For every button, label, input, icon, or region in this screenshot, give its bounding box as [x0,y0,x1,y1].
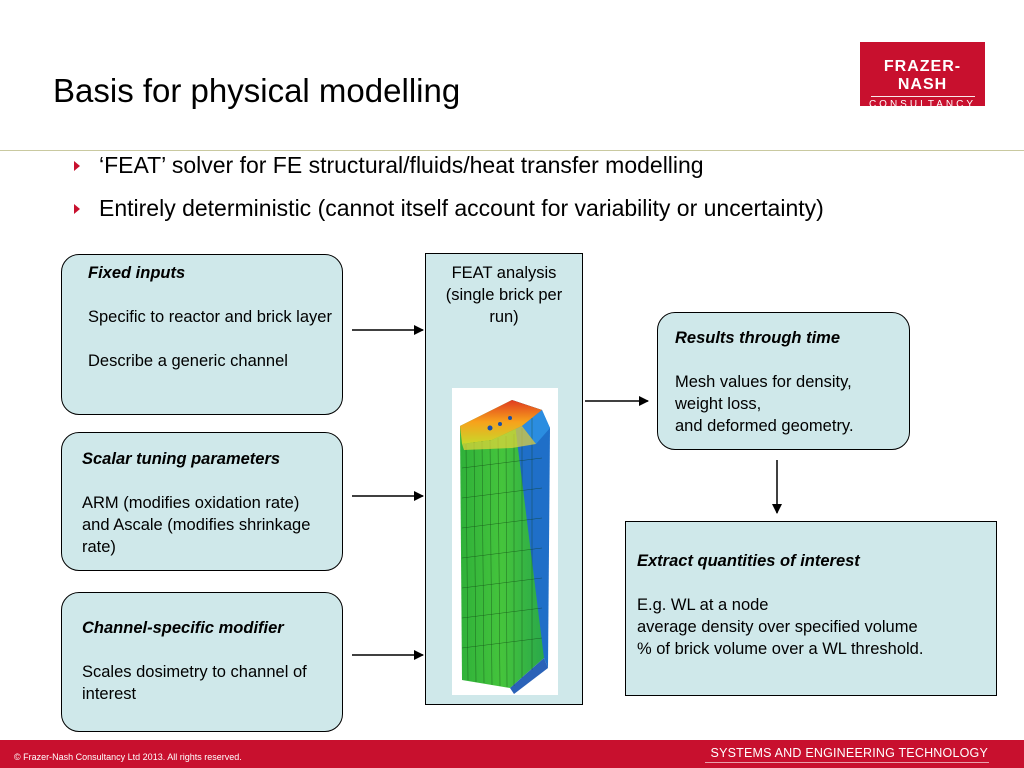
logo-text-line2: CONSULTANCY [868,99,977,110]
results-box: Results through time Mesh values for den… [657,312,910,450]
footer-bar: © Frazer-Nash Consultancy Ltd 2013. All … [0,740,1024,768]
bullet-text: Entirely deterministic (cannot itself ac… [99,195,824,221]
scalar-tuning-line: ARM (modifies oxidation rate) and Ascale… [82,494,311,556]
channel-modifier-line: Scales dosimetry to channel of interest [82,663,307,703]
title-divider [0,150,1024,151]
fixed-inputs-line: Specific to reactor and brick layer [88,308,332,326]
channel-modifier-box: Channel-specific modifier Scales dosimet… [61,592,343,732]
fe-brick-model-image [452,388,558,695]
extract-line: average density over specified volume [637,618,918,636]
fixed-inputs-box: Fixed inputs Specific to reactor and bri… [61,254,343,415]
extract-quantities-box: Extract quantities of interest E.g. WL a… [625,521,997,696]
footer-copyright: © Frazer-Nash Consultancy Ltd 2013. All … [14,752,242,762]
fixed-inputs-heading: Fixed inputs [88,264,186,282]
results-line: Mesh values for density, [675,373,852,391]
bullet-arrow-icon [74,204,80,214]
channel-modifier-heading: Channel-specific modifier [82,619,284,637]
extract-line: % of brick volume over a WL threshold. [637,640,924,658]
extract-heading: Extract quantities of interest [637,552,860,570]
footer-tagline: SYSTEMS AND ENGINEERING TECHNOLOGY [710,746,988,760]
results-line: and deformed geometry. [675,417,854,435]
fixed-inputs-line: Describe a generic channel [88,352,288,370]
results-line: weight loss, [675,395,762,413]
bullet-arrow-icon [74,161,80,171]
logo-divider [870,96,975,97]
scalar-tuning-box: Scalar tuning parameters ARM (modifies o… [61,432,343,571]
frazer-nash-logo: FRAZER-NASH CONSULTANCY [860,42,985,110]
logo-text-line1: FRAZER-NASH [883,58,962,93]
footer-tagline-underline [705,762,989,763]
page-title: Basis for physical modelling [53,72,461,109]
extract-line: E.g. WL at a node [637,596,769,614]
bullet-text: ‘FEAT’ solver for FE structural/fluids/h… [99,152,704,178]
scalar-tuning-heading: Scalar tuning parameters [82,450,281,468]
feat-analysis-label: FEAT analysis (single brick per run) [445,264,563,326]
results-heading: Results through time [675,329,841,347]
